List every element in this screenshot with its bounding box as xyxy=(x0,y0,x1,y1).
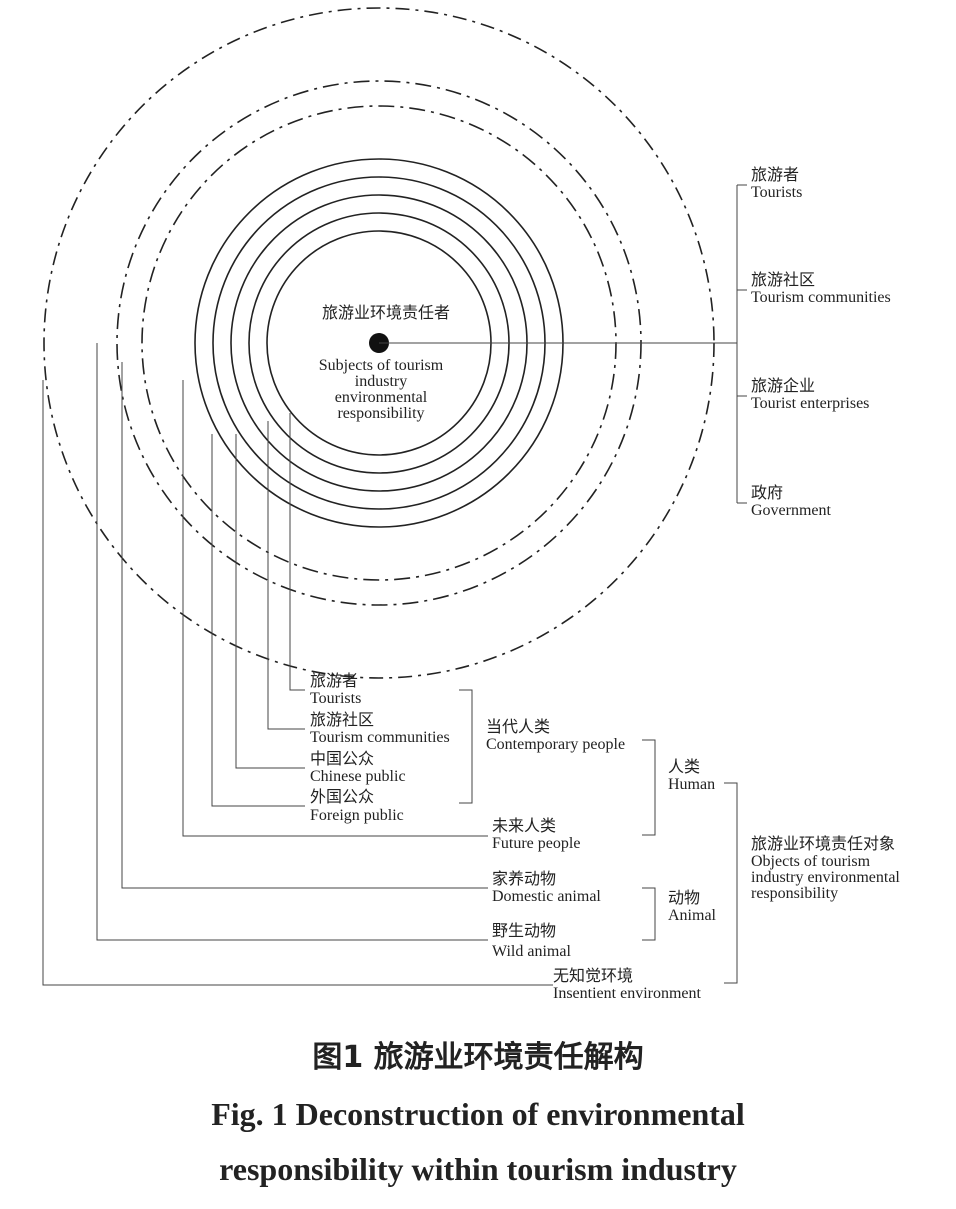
subject-3-cn: 旅游企业 xyxy=(751,377,815,395)
human-en: Human xyxy=(668,776,715,793)
bracket-animal xyxy=(642,887,656,941)
domestic-en: Domestic animal xyxy=(492,888,601,905)
object-chinese-public-cn: 中国公众 xyxy=(310,750,374,768)
subject-3-en: Tourist enterprises xyxy=(751,395,869,412)
object-foreign-public-en: Foreign public xyxy=(310,807,404,824)
object-tourists-cn: 旅游者 xyxy=(310,672,358,690)
center-label-en-1: Subjects of tourism xyxy=(319,357,444,374)
center-label-cn: 旅游业环境责任者 xyxy=(322,303,450,322)
leader-wild-animal xyxy=(96,343,488,941)
leader-tourism-communities xyxy=(267,421,305,730)
object-chinese-public-en: Chinese public xyxy=(310,768,406,785)
leader-chinese-public xyxy=(235,434,305,769)
object-communities-cn: 旅游社区 xyxy=(310,711,374,729)
wild-en: Wild animal xyxy=(492,943,571,960)
object-tourists-en: Tourists xyxy=(310,690,361,707)
caption-en-2: responsibility within tourism industry xyxy=(219,1151,737,1187)
subject-4-en: Government xyxy=(751,502,832,519)
center-label-en-3: environmental xyxy=(335,389,428,406)
animal-en: Animal xyxy=(668,907,717,924)
leader-future-people xyxy=(182,380,488,837)
contemporary-en: Contemporary people xyxy=(486,736,625,753)
center-label-en-4: responsibility xyxy=(337,405,424,422)
leader-insentient-environment xyxy=(42,380,553,986)
animal-cn: 动物 xyxy=(668,889,700,907)
objects-root-en-2: industry environmental xyxy=(751,869,900,886)
subjects-bracket xyxy=(379,184,747,504)
object-brackets xyxy=(459,689,738,984)
subject-2-cn: 旅游社区 xyxy=(751,271,815,289)
objects-root-cn: 旅游业环境责任对象 xyxy=(751,834,895,853)
subject-1-cn: 旅游者 xyxy=(751,166,799,184)
subject-4-cn: 政府 xyxy=(751,484,783,502)
object-communities-en: Tourism communities xyxy=(310,729,450,746)
bracket-human xyxy=(642,739,656,836)
bracket-objects xyxy=(724,782,738,984)
leader-tourists xyxy=(289,413,305,691)
subject-2-en: Tourism communities xyxy=(751,289,891,306)
subject-1-en: Tourists xyxy=(751,184,802,201)
human-cn: 人类 xyxy=(668,758,700,776)
contemporary-cn: 当代人类 xyxy=(486,718,550,736)
objects-root-en-1: Objects of tourism xyxy=(751,853,871,870)
caption-en-1: Fig. 1 Deconstruction of environmental xyxy=(211,1096,745,1132)
objects-root-en-3: responsibility xyxy=(751,885,838,902)
leader-foreign-public xyxy=(211,434,305,807)
caption-cn: 图1 旅游业环境责任解构 xyxy=(312,1040,643,1075)
wild-cn: 野生动物 xyxy=(492,922,556,940)
insentient-en: Insentient environment xyxy=(553,985,702,1002)
future-cn: 未来人类 xyxy=(492,817,556,835)
leader-lines xyxy=(42,343,553,986)
leader-domestic-animal xyxy=(121,362,488,889)
center-label-en-2: industry xyxy=(355,373,407,390)
future-en: Future people xyxy=(492,835,580,852)
insentient-cn: 无知觉环境 xyxy=(553,966,633,985)
object-foreign-public-cn: 外国公众 xyxy=(310,788,374,806)
bracket-contemporary xyxy=(459,689,473,804)
domestic-cn: 家养动物 xyxy=(492,870,556,888)
